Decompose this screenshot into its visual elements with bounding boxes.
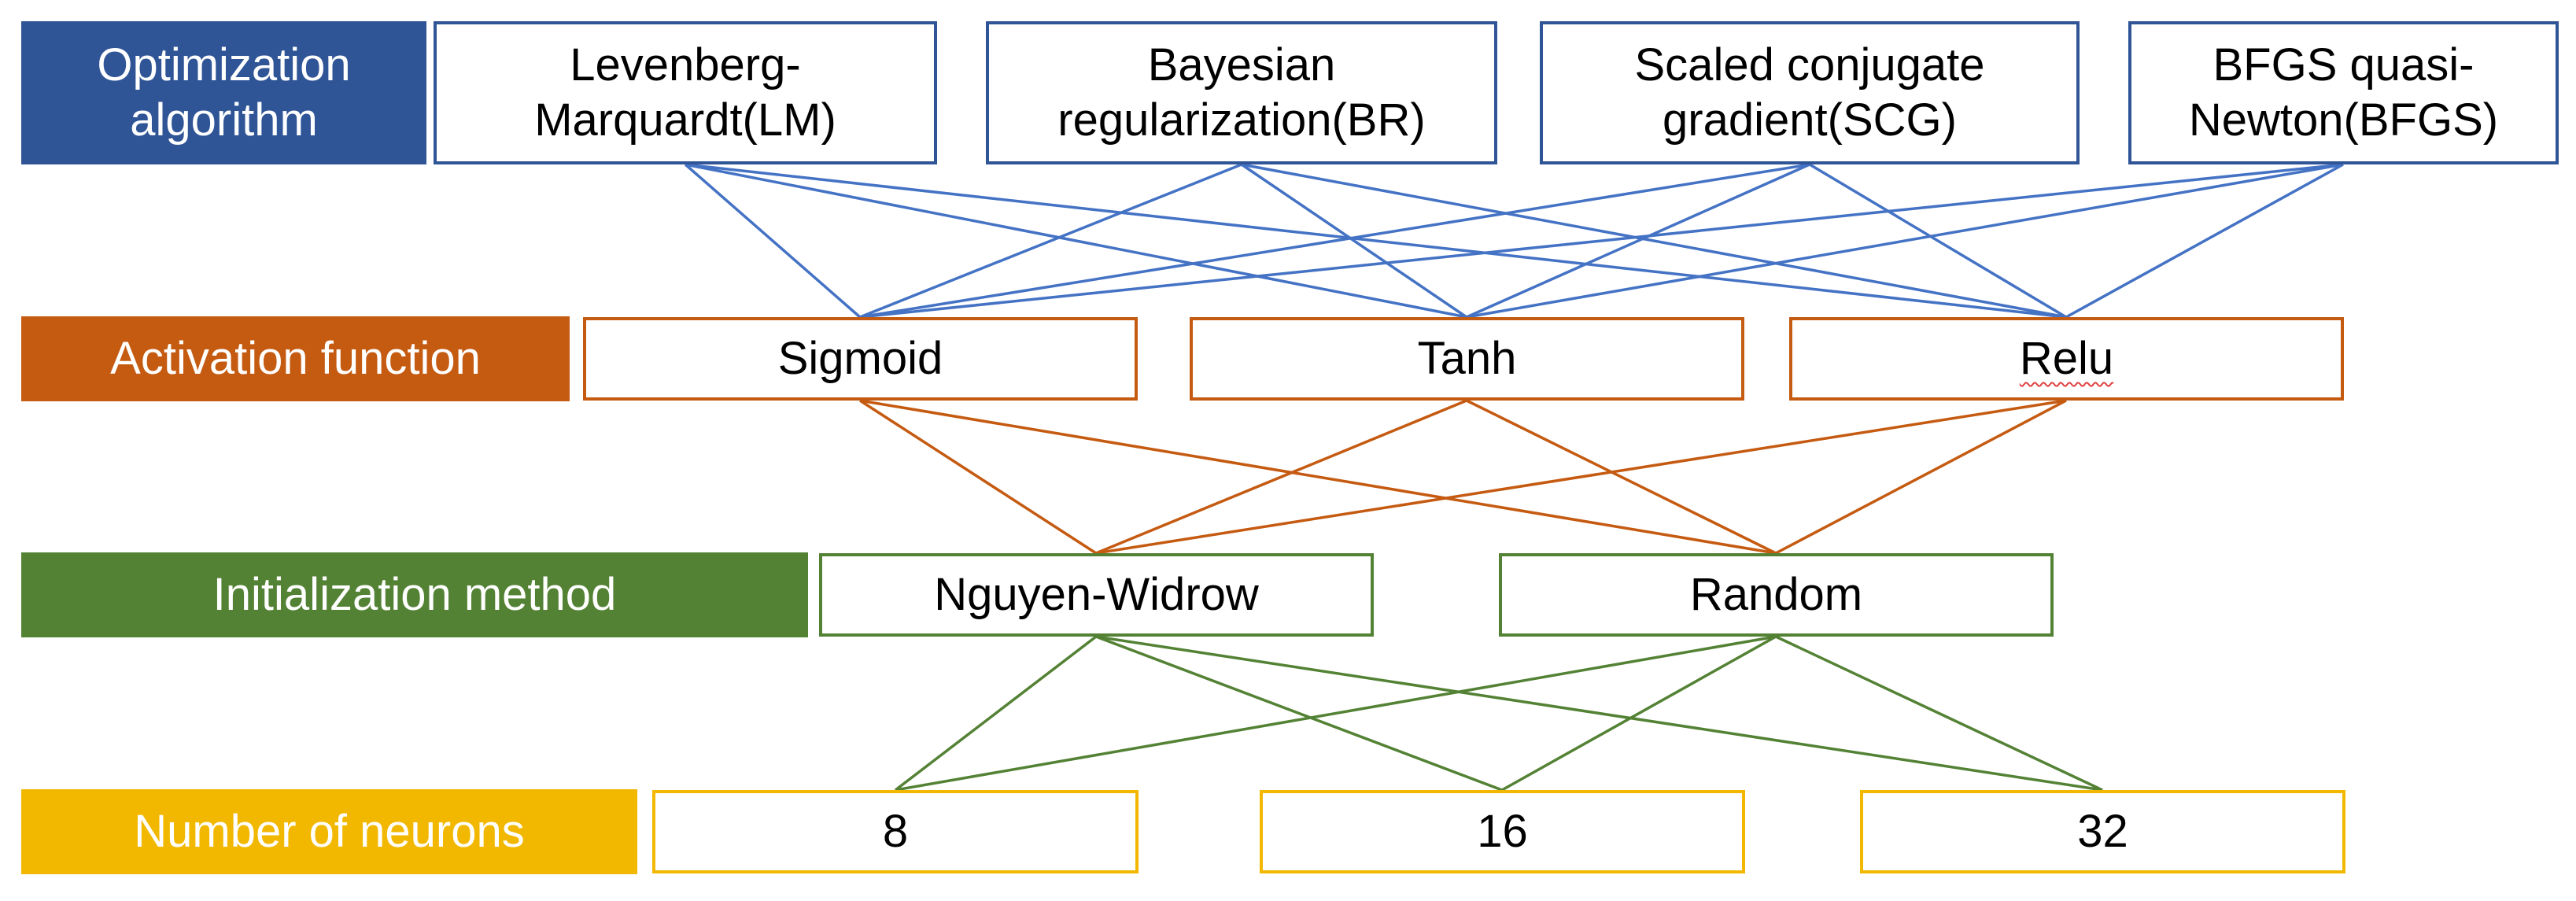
node-tanh: Tanh [1190,317,1744,401]
activation-initialization-link-0-0 [859,399,1097,555]
optimization-activation-link-1-2 [1241,163,2067,319]
initialization-neurons-link-1-2 [1775,635,2103,792]
optimization-activation-link-0-1 [685,163,1467,319]
optimization-activation-link-2-0 [859,163,1810,319]
node-relu: Relu [1789,317,2344,401]
initialization-neurons-link-1-1 [1501,635,1777,792]
optimization-activation-link-3-0 [859,163,2344,319]
node-neurons-32: 32 [1860,790,2345,873]
node-neurons-16: 16 [1260,790,1745,873]
activation-initialization-link-0-1 [859,399,1777,555]
optimization-activation-link-2-2 [1809,163,2067,319]
activation-initialization-link-2-0 [1095,399,2067,555]
node-bayesian-regularization: Bayesian regularization(BR) [986,21,1497,164]
optimization-activation-link-0-0 [684,163,862,319]
activation-initialization-link-1-0 [1095,399,1467,555]
node-random: Random [1499,553,2054,637]
category-number-of-neurons: Number of neurons [21,789,637,874]
optimization-activation-link-3-2 [2065,163,2344,319]
category-optimization-algorithm: Optimization algorithm [21,21,426,164]
initialization-neurons-link-0-0 [894,635,1098,792]
initialization-neurons-link-1-0 [895,635,1777,792]
initialization-neurons-link-0-2 [1095,635,2103,792]
activation-initialization-link-1-1 [1466,399,1777,555]
optimization-activation-link-0-2 [685,163,2067,319]
category-initialization-method: Initialization method [21,552,808,637]
node-sigmoid: Sigmoid [583,317,1138,401]
optimization-activation-link-1-1 [1241,163,1467,319]
node-bfgs-quasi-newton: BFGS quasi- Newton(BFGS) [2128,21,2559,164]
node-neurons-8: 8 [652,790,1139,873]
node-levenberg-marquardt: Levenberg- Marquardt(LM) [434,21,937,164]
category-activation-function: Activation function [21,316,570,401]
node-nguyen-widrow: Nguyen-Widrow [819,553,1374,637]
initialization-neurons-link-0-1 [1095,635,1503,792]
activation-initialization-link-2-1 [1775,399,2067,555]
optimization-activation-link-2-1 [1466,163,1810,319]
optimization-activation-link-3-1 [1466,163,2344,319]
node-scaled-conjugate-gradient: Scaled conjugate gradient(SCG) [1540,21,2080,164]
optimization-activation-link-1-0 [859,163,1242,319]
relu-label: Relu [2019,333,2114,385]
